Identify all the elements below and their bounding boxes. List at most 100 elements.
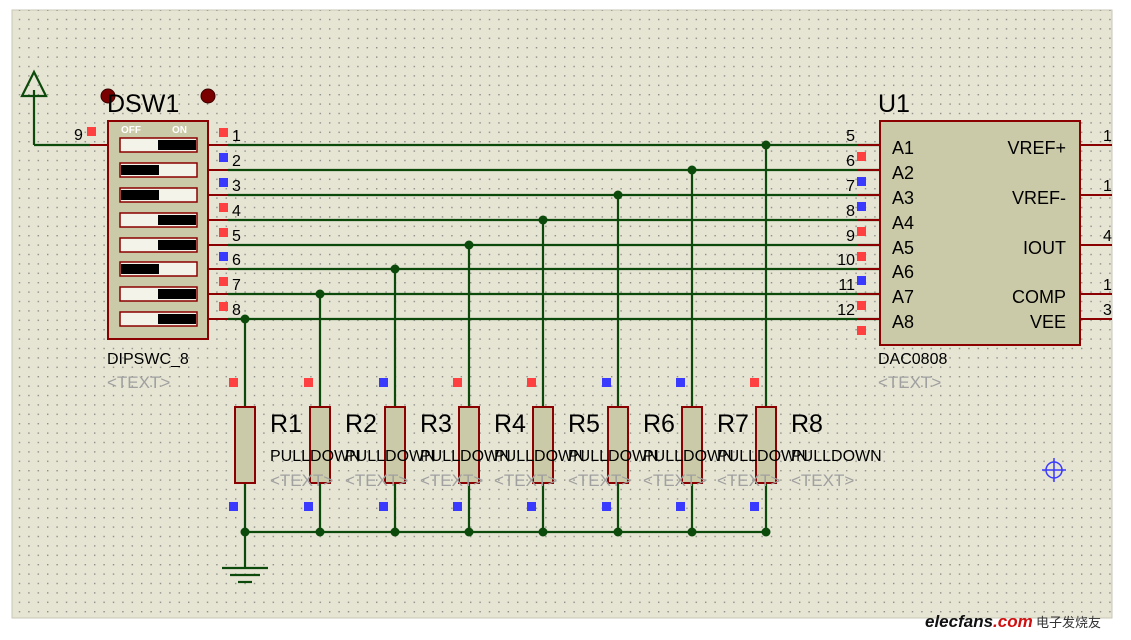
resistor-reference-R3: R3 — [420, 410, 452, 438]
ground-junction-dot-6 — [613, 527, 623, 537]
dip-switch-toggle-5[interactable] — [158, 240, 196, 250]
resistor-value-R6: PULLDOWN — [643, 448, 734, 465]
dac-pin-marker-A7[interactable] — [857, 301, 866, 310]
dip-switch-pin-number-3: 3 — [232, 178, 241, 195]
resistor-top-pin-R5[interactable] — [527, 378, 536, 387]
dac-pin-marker-A8[interactable] — [857, 326, 866, 335]
dip-switch-common-pin-marker[interactable] — [87, 127, 96, 136]
resistor-bottom-pin-R2[interactable] — [304, 502, 313, 511]
dac-pin-number-A4: 8 — [846, 203, 855, 220]
junction-dot-bit-4 — [538, 215, 548, 225]
dac-pin-name-A8: A8 — [892, 312, 914, 332]
dac-pin-name-right-3: IOUT — [1023, 238, 1066, 258]
resistor-body-R7[interactable] — [681, 406, 703, 484]
dip-switch-pin-number-8: 8 — [232, 302, 241, 319]
resistor-bottom-pin-R8[interactable] — [750, 502, 759, 511]
dac-part-name: DAC0808 — [878, 351, 947, 368]
dip-switch-pin-marker-7[interactable] — [219, 277, 228, 286]
resistor-value-R2: PULLDOWN — [345, 448, 436, 465]
junction-dot-bit-7 — [315, 289, 325, 299]
resistor-body-R8[interactable] — [755, 406, 777, 484]
dip-switch-pin-marker-6[interactable] — [219, 252, 228, 261]
resistor-top-pin-R3[interactable] — [379, 378, 388, 387]
dip-switch-toggle-3[interactable] — [121, 190, 159, 200]
dac-pin-marker-A1[interactable] — [857, 152, 866, 161]
dac-pin-name-A4: A4 — [892, 213, 914, 233]
dac-pin-name-A3: A3 — [892, 188, 914, 208]
dac-pin-name-right-4: COMP — [1012, 287, 1066, 307]
resistor-top-pin-R8[interactable] — [750, 378, 759, 387]
ground-junction-dot-8 — [761, 527, 771, 537]
resistor-body-R2[interactable] — [309, 406, 331, 484]
dac-pin-number-A2: 6 — [846, 153, 855, 170]
dac-pin-name-A6: A6 — [892, 262, 914, 282]
junction-dot-bit-2 — [687, 165, 697, 175]
resistor-top-pin-R2[interactable] — [304, 378, 313, 387]
resistor-text-placeholder-R8: <TEXT> — [791, 471, 854, 490]
resistor-bottom-pin-R6[interactable] — [602, 502, 611, 511]
dip-switch-pin-marker-5[interactable] — [219, 228, 228, 237]
resistor-top-pin-R7[interactable] — [676, 378, 685, 387]
ground-junction-dot-5 — [538, 527, 548, 537]
junction-dot-bit-3 — [613, 190, 623, 200]
dac-pin-marker-A6[interactable] — [857, 276, 866, 285]
dip-switch-toggle-7[interactable] — [158, 289, 196, 299]
dac-pin-marker-A2[interactable] — [857, 177, 866, 186]
resistor-top-pin-R4[interactable] — [453, 378, 462, 387]
dip-switch-pin-marker-8[interactable] — [219, 302, 228, 311]
dip-switch-part-name: DIPSWC_8 — [107, 351, 189, 368]
resistor-bottom-pin-R3[interactable] — [379, 502, 388, 511]
dac-pin-name-A2: A2 — [892, 163, 914, 183]
resistor-value-R7: PULLDOWN — [717, 448, 808, 465]
resistor-top-pin-R6[interactable] — [602, 378, 611, 387]
dip-switch-pin-marker-4[interactable] — [219, 203, 228, 212]
resistor-value-R4: PULLDOWN — [494, 448, 585, 465]
dip-switch-body[interactable] — [107, 120, 209, 340]
dip-switch-toggle-1[interactable] — [158, 140, 196, 150]
resistor-text-placeholder-R1: <TEXT> — [270, 471, 333, 490]
dip-switch-toggle-4[interactable] — [158, 215, 196, 225]
resistor-bottom-pin-R7[interactable] — [676, 502, 685, 511]
dac-pin-number-A6: 10 — [837, 252, 855, 269]
resistor-body-R1[interactable] — [234, 406, 256, 484]
resistor-reference-R5: R5 — [568, 410, 600, 438]
dac-pin-marker-A5[interactable] — [857, 252, 866, 261]
resistor-body-R3[interactable] — [384, 406, 406, 484]
resistor-reference-R7: R7 — [717, 410, 749, 438]
ground-junction-dot-4 — [464, 527, 474, 537]
dac-pin-name-A7: A7 — [892, 287, 914, 307]
resistor-text-placeholder-R7: <TEXT> — [717, 471, 780, 490]
dip-switch-origin-marker-left — [100, 88, 116, 104]
resistor-bottom-pin-R1[interactable] — [229, 502, 238, 511]
dip-switch-off-label: OFF — [121, 125, 141, 136]
ground-junction-dot-2 — [315, 527, 325, 537]
dac-pin-marker-A3[interactable] — [857, 202, 866, 211]
dip-switch-toggle-8[interactable] — [158, 314, 196, 324]
resistor-body-R5[interactable] — [532, 406, 554, 484]
dac-pin-marker-A4[interactable] — [857, 227, 866, 236]
resistor-body-R6[interactable] — [607, 406, 629, 484]
dip-switch-toggle-2[interactable] — [121, 165, 159, 175]
resistor-bottom-pin-R4[interactable] — [453, 502, 462, 511]
dac-ic-body[interactable] — [879, 120, 1081, 346]
dip-switch-pin-number-1: 1 — [232, 128, 241, 145]
dac-pin-name-right-2: VREF- — [1012, 188, 1066, 208]
dip-switch-pin-marker-3[interactable] — [219, 178, 228, 187]
dip-switch-toggle-6[interactable] — [121, 264, 159, 274]
resistor-bottom-pin-R5[interactable] — [527, 502, 536, 511]
dip-switch-origin-marker-right — [200, 88, 216, 104]
resistor-top-pin-R1[interactable] — [229, 378, 238, 387]
watermark-cn-name: 电子发烧友 — [1036, 615, 1101, 630]
resistor-reference-R6: R6 — [643, 410, 675, 438]
resistor-text-placeholder-R2: <TEXT> — [345, 471, 408, 490]
dip-switch-pin-marker-1[interactable] — [219, 128, 228, 137]
dac-pin-name-A1: A1 — [892, 138, 914, 158]
dac-pin-name-A5: A5 — [892, 238, 914, 258]
dip-switch-pin-marker-2[interactable] — [219, 153, 228, 162]
dip-switch-text-placeholder: <TEXT> — [107, 373, 170, 392]
junction-dot-bit-6 — [390, 264, 400, 274]
dip-switch-pin-number-2: 2 — [232, 153, 241, 170]
dac-pin-number-right-1: 1 — [1103, 128, 1112, 145]
resistor-body-R4[interactable] — [458, 406, 480, 484]
